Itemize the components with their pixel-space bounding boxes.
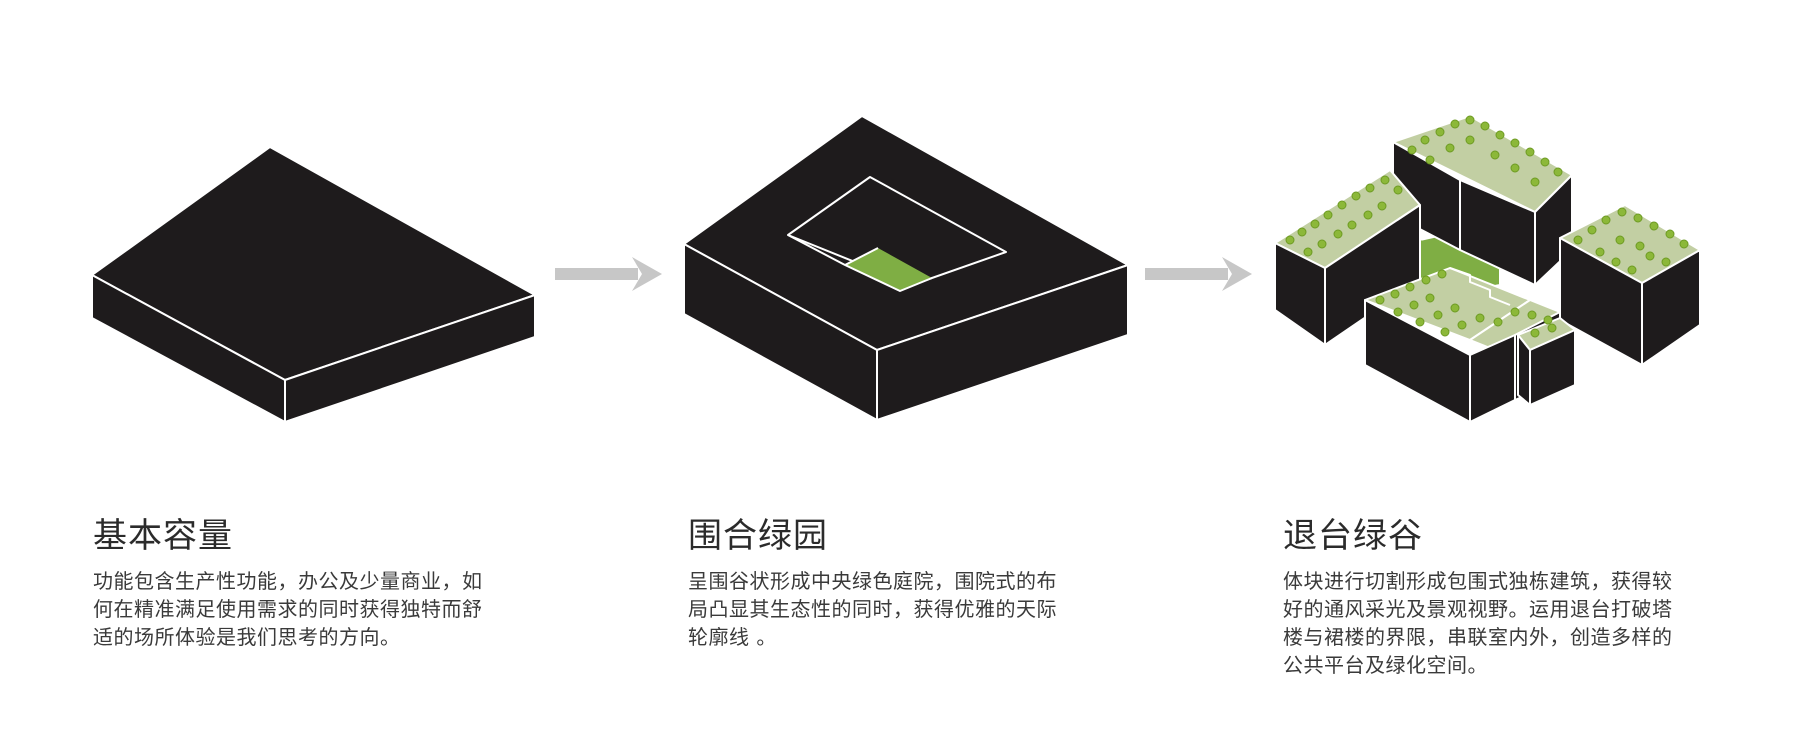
step-description: 体块进行切割形成包围式独栋建筑，获得较好的通风采光及景观视野。运用退台打破塔楼与…	[1283, 569, 1673, 677]
step-description: 功能包含生产性功能，办公及少量商业，如何在精准满足使用需求的同时获得独特而舒适的…	[93, 569, 483, 649]
courtyard-opening	[787, 176, 1007, 292]
step-title: 退台绿谷	[1283, 516, 1423, 556]
step-terraced-valley: 退台绿谷 体块进行切割形成包围式独栋建筑，获得较好的通风采光及景观视野。运用退台…	[1283, 515, 1673, 679]
roof-trees	[1285, 115, 1689, 338]
terraced-valley-block	[1274, 115, 1701, 423]
arrow-right-icon	[1145, 257, 1252, 291]
step-title: 基本容量	[93, 516, 233, 556]
step-description: 呈围谷状形成中央绿色庭院，围院式的布局凸显其生态性的同时，获得优雅的天际轮廓线 …	[688, 569, 1057, 649]
step-courtyard: 围合绿园 呈围谷状形成中央绿色庭院，围院式的布局凸显其生态性的同时，获得优雅的天…	[688, 515, 1068, 651]
basic-volume-block	[91, 146, 536, 423]
step-title: 围合绿园	[688, 516, 828, 556]
arrow-right-icon	[555, 257, 662, 291]
step-basic-volume: 基本容量 功能包含生产性功能，办公及少量商业，如何在精准满足使用需求的同时获得独…	[93, 515, 493, 651]
